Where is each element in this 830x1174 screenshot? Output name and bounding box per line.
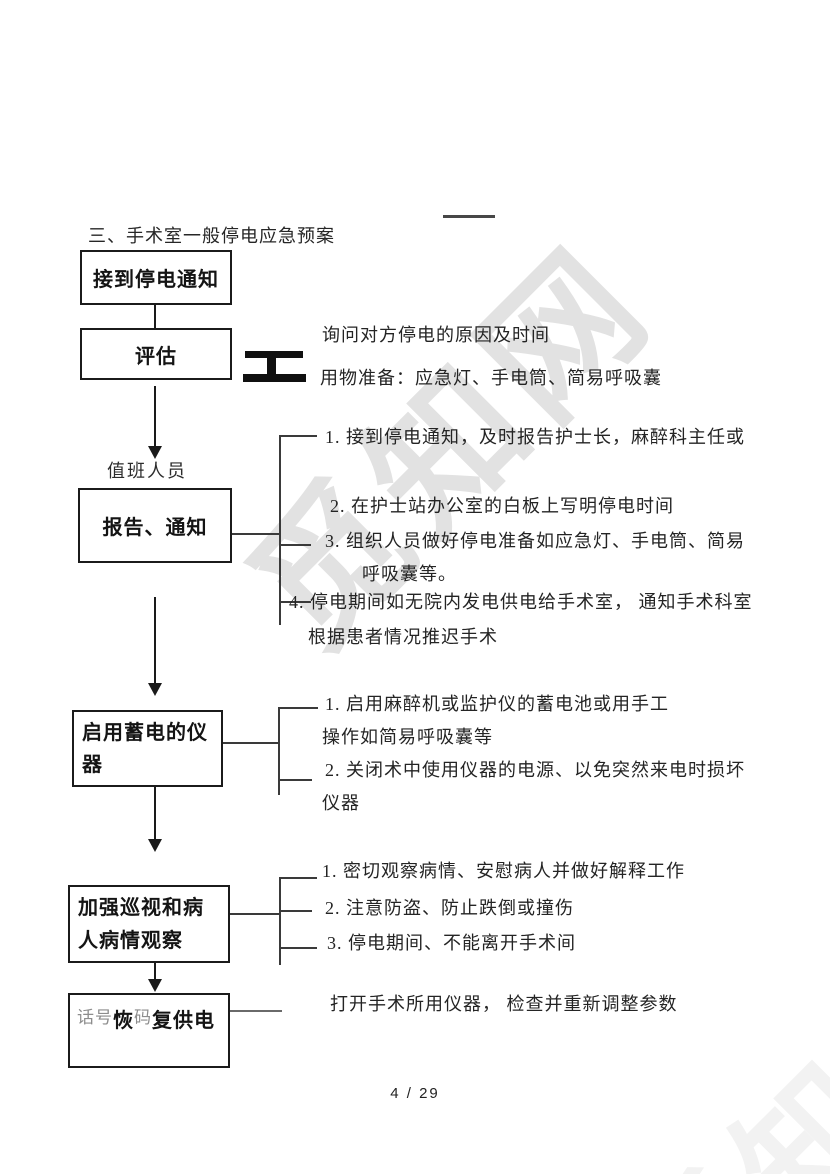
bracket-tick bbox=[281, 910, 312, 912]
bracket-tick bbox=[281, 435, 317, 437]
note-line: 4. 停电期间如无院内发电供电给手术室， 通知手术科室 bbox=[289, 592, 753, 612]
note-line: 操作如简易呼吸囊等 bbox=[322, 727, 493, 747]
note-line: 3. 组织人员做好停电准备如应急灯、手电筒、简易 bbox=[325, 531, 745, 551]
connector-line bbox=[154, 305, 156, 328]
bracket-tick bbox=[281, 544, 311, 546]
watermark-text: 觅知网 bbox=[599, 922, 830, 1174]
connector-line bbox=[232, 533, 279, 535]
note-line: 1. 启用麻醉机或监护仪的蓄电池或用手工 bbox=[325, 694, 669, 714]
arrow-shaft bbox=[154, 963, 156, 979]
arrow-down-icon bbox=[148, 979, 162, 992]
note-line: 2. 在护士站办公室的白板上写明停电时间 bbox=[330, 496, 674, 516]
bracket-tick bbox=[281, 601, 311, 603]
note-line: 询问对方停电的原因及时间 bbox=[322, 325, 550, 345]
flow-box-evaluate: 评估 bbox=[80, 328, 232, 380]
note-line: 1. 密切观察病情、安慰病人并做好解释工作 bbox=[322, 861, 685, 881]
bracket-tick bbox=[280, 707, 318, 709]
flow-box-battery-devices: 启用蓄电的仪器 bbox=[72, 710, 223, 787]
connector-line bbox=[230, 913, 279, 915]
note-line: 1. 接到停电通知，及时报告护士长，麻醉科主任或 bbox=[325, 427, 745, 447]
flow-box-receive-notice: 接到停电通知 bbox=[80, 250, 232, 305]
bracket-tick bbox=[281, 947, 317, 949]
flow-box-label: 话号恢码复供电 bbox=[77, 1008, 215, 1032]
flow-box-label: 启用蓄电的仪器 bbox=[82, 722, 208, 776]
flow-box-label: 加强巡视和病人病情观察 bbox=[78, 897, 204, 952]
duty-staff-annotation: 值班人员 bbox=[107, 461, 187, 481]
note-line: 打开手术所用仪器， 检查并重新调整参数 bbox=[330, 994, 678, 1014]
bracket-tick bbox=[280, 779, 312, 781]
connector-line bbox=[230, 1010, 282, 1012]
flow-box-patrol-observe: 加强巡视和病人病情观察 bbox=[68, 885, 230, 963]
flow-box-report-notify: 报告、通知 bbox=[78, 488, 232, 563]
note-line: 3. 停电期间、不能离开手术间 bbox=[327, 933, 576, 953]
note-line: 根据患者情况推迟手术 bbox=[308, 627, 498, 647]
arrow-down-icon bbox=[148, 839, 162, 852]
arrow-shaft bbox=[154, 597, 156, 683]
page-number: 4 / 29 bbox=[390, 1085, 440, 1102]
flow-box-label: 报告、通知 bbox=[102, 517, 208, 539]
note-line: 2. 注意防盗、防止跌倒或撞伤 bbox=[325, 898, 574, 918]
divider-line bbox=[443, 215, 495, 218]
flow-box-restore-power: 话号恢码复供电 bbox=[68, 993, 230, 1068]
bracket-line bbox=[278, 707, 280, 795]
flow-box-label: 接到停电通知 bbox=[93, 269, 219, 291]
bracket-line bbox=[279, 435, 281, 625]
note-line: 2. 关闭术中使用仪器的电源、以免突然来电时损坏 bbox=[325, 760, 745, 780]
bracket-tick bbox=[281, 877, 317, 879]
arrow-down-icon bbox=[148, 683, 162, 696]
connector-line bbox=[223, 742, 278, 744]
page-title: 三、手术室一般停电应急预案 bbox=[88, 226, 335, 246]
arrow-shaft bbox=[154, 787, 156, 839]
bleed-through-text: 码 bbox=[134, 1008, 152, 1027]
arrow-down-icon bbox=[148, 446, 162, 459]
arrow-shaft bbox=[154, 386, 156, 446]
flow-box-label: 评估 bbox=[135, 345, 177, 368]
note-line: 呼吸囊等。 bbox=[362, 564, 457, 584]
bracket-line bbox=[279, 877, 281, 965]
bleed-through-text: 话号 bbox=[77, 1008, 113, 1027]
note-line: 仪器 bbox=[322, 793, 360, 813]
note-line: 用物准备：应急灯、手电筒、简易呼吸囊 bbox=[320, 368, 662, 388]
